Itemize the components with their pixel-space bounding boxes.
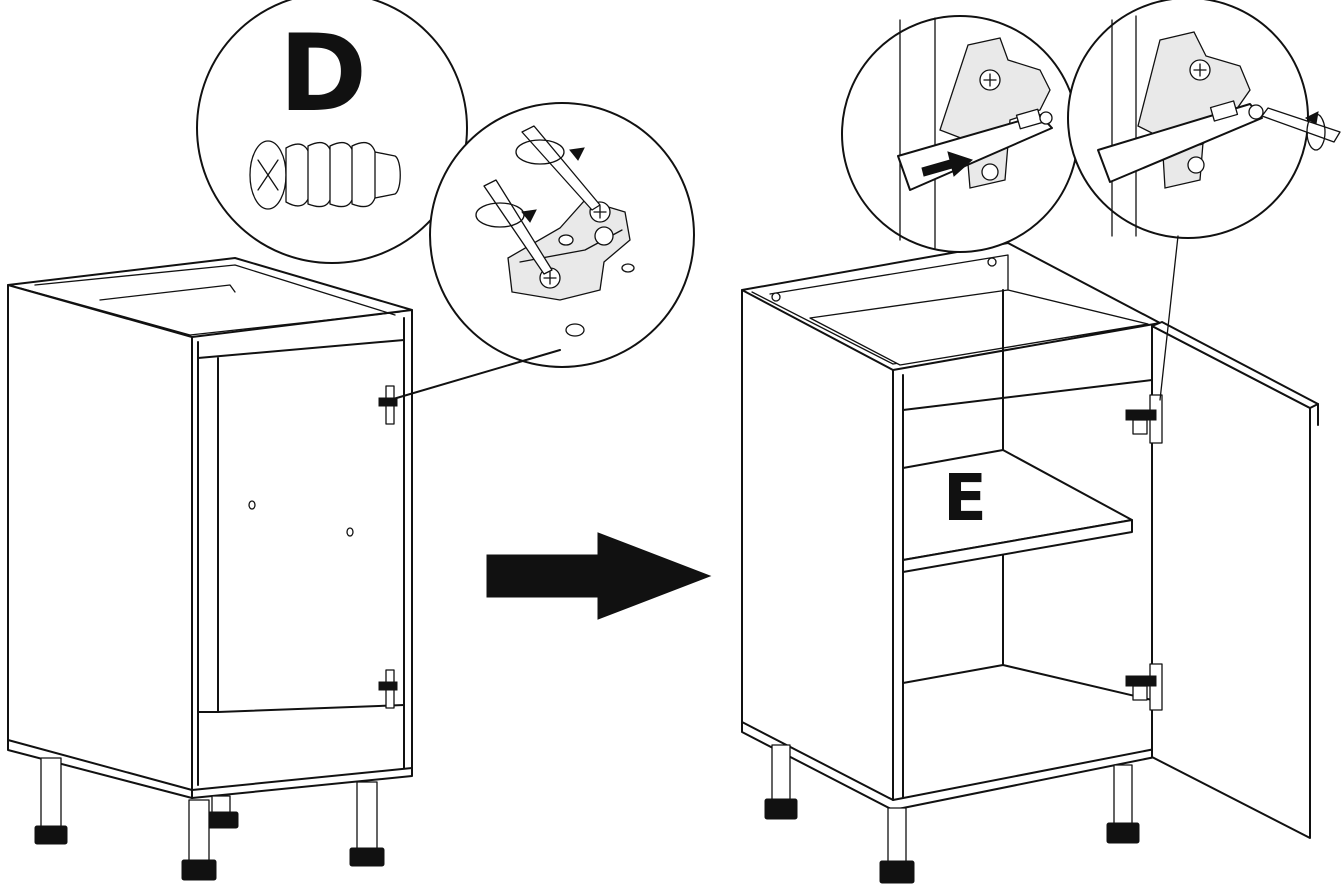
screwdriver-icon — [515, 125, 601, 211]
cabinet-before — [7, 257, 413, 881]
shelf-pin-hole — [248, 500, 256, 510]
cabinet-after: E — [741, 242, 1319, 884]
hinge-plate-top — [378, 385, 398, 425]
part-letter: D — [279, 12, 367, 135]
shelf-letter: E — [943, 462, 987, 536]
screwdriver-icon — [475, 179, 553, 275]
shelf-pin-hole — [346, 527, 354, 537]
mounting-plate — [507, 199, 631, 301]
hinge-bottom — [1125, 663, 1163, 711]
hinge-plate-bottom — [378, 669, 398, 709]
hinge-plate-callout — [382, 102, 695, 403]
hinge-tighten-callout — [1067, 0, 1341, 401]
hinge-clip-callout — [841, 15, 1079, 253]
cabinet-legs — [764, 744, 1140, 884]
part-d-callout: D — [196, 0, 468, 264]
screwdriver-icon — [1261, 107, 1341, 151]
shelf: E — [902, 449, 1133, 573]
cabinet-legs — [34, 757, 385, 881]
hinge-top — [1125, 394, 1163, 444]
right-arrow-icon — [486, 532, 712, 620]
dowel-screw-icon — [249, 140, 401, 210]
cabinet-door — [1151, 321, 1319, 839]
